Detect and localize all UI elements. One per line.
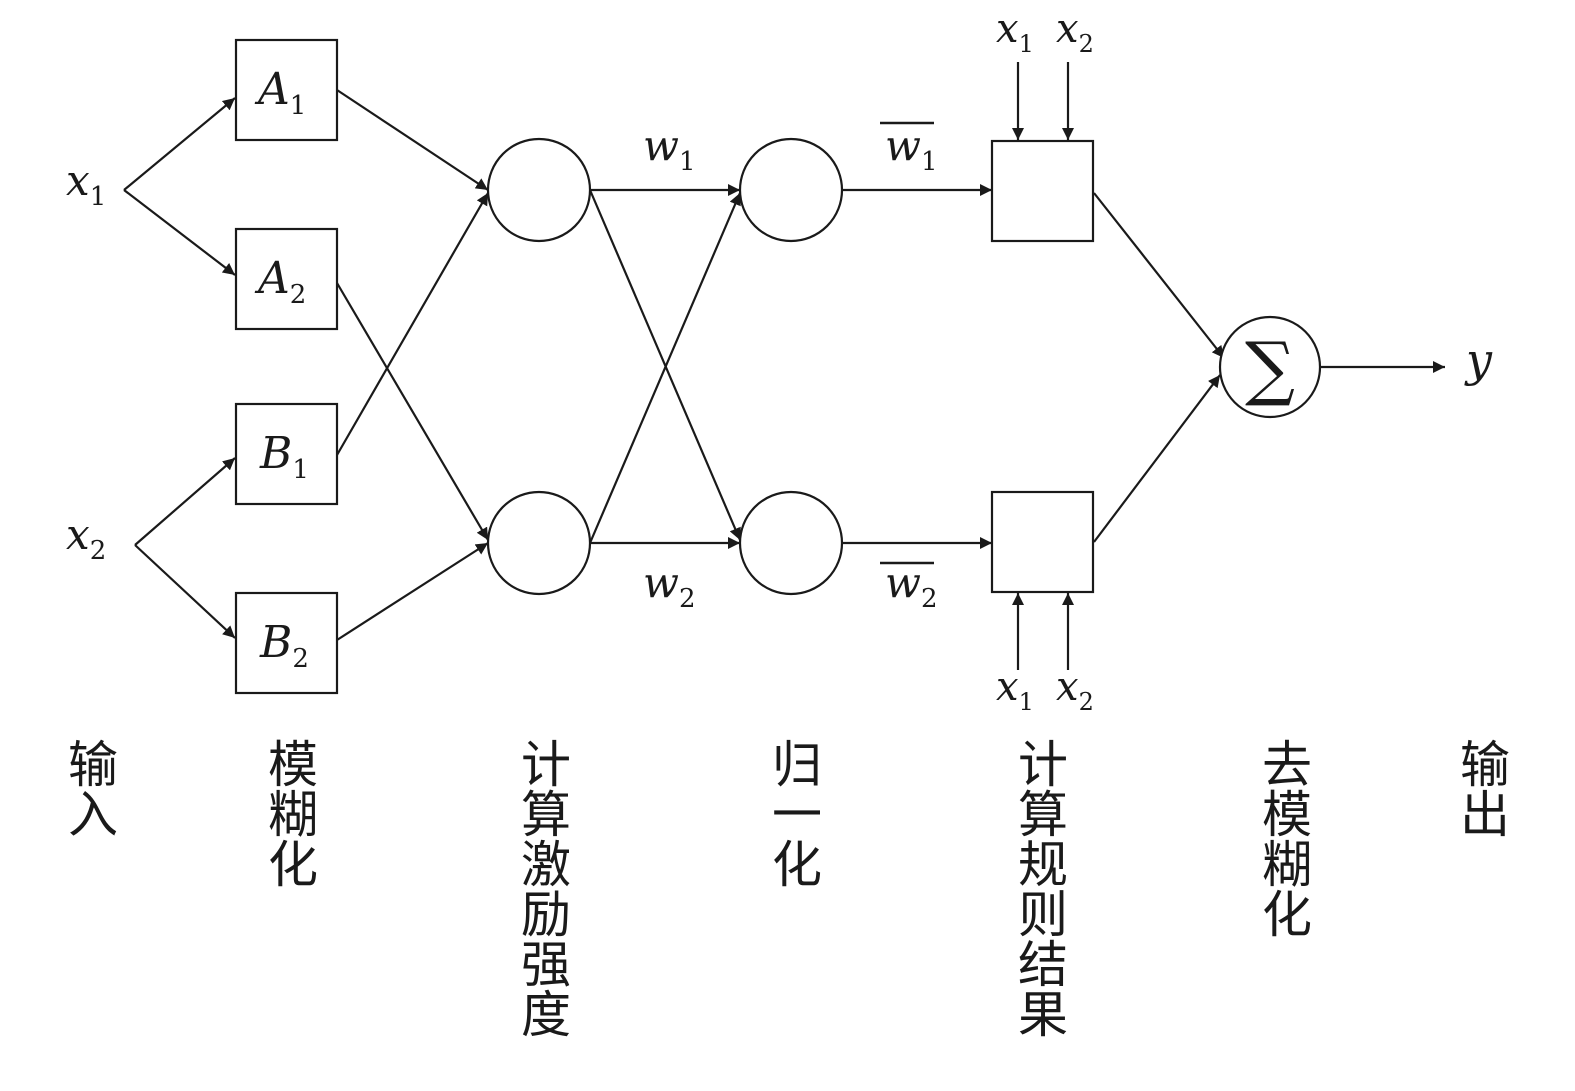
label-top-x2: x2 bbox=[1056, 6, 1094, 58]
label-wbar2: w2 bbox=[885, 558, 938, 614]
box-a1 bbox=[234, 38, 339, 142]
box-b2 bbox=[234, 591, 339, 695]
box-a2 bbox=[234, 227, 339, 331]
box-b1 bbox=[234, 402, 339, 506]
rule-result-boxes bbox=[990, 139, 1095, 594]
edge-x2-b1 bbox=[134, 457, 236, 546]
sum-symbol: ∑ bbox=[1245, 327, 1295, 409]
label-b2: B2 bbox=[259, 617, 309, 674]
edge-a1-n1 bbox=[336, 89, 489, 191]
stage-fuzzification: 模糊化 bbox=[260, 738, 318, 888]
node-normalize-2 bbox=[738, 490, 844, 596]
normalized-weight-labels: w1 w2 bbox=[880, 121, 938, 614]
edge-x2-b2 bbox=[134, 544, 236, 639]
edge-a2-n2 bbox=[336, 282, 489, 541]
label-w1: w1 bbox=[643, 121, 696, 177]
label-input-x1: x1 bbox=[66, 156, 106, 212]
label-wbar1: w1 bbox=[885, 121, 938, 177]
box-rule-2 bbox=[990, 490, 1095, 594]
stage-defuzzification: 去模糊化 bbox=[1254, 738, 1312, 938]
edge-n2-m1 bbox=[588, 192, 742, 544]
node-firing-1 bbox=[486, 137, 592, 243]
fuzzy-set-labels: A1 A2 B1 B2 bbox=[254, 64, 309, 674]
label-b1: B1 bbox=[259, 428, 309, 485]
edge-b1-n1 bbox=[336, 192, 489, 456]
label-bottom-x1: x1 bbox=[996, 664, 1034, 716]
edge-n1-m2 bbox=[588, 189, 742, 541]
edge-x1-a2 bbox=[123, 189, 236, 276]
sum-node: ∑ bbox=[1218, 315, 1322, 419]
edges bbox=[123, 62, 1445, 670]
stage-output: 输出 bbox=[1452, 738, 1510, 838]
label-top-x1: x1 bbox=[996, 6, 1034, 58]
label-output-y: y bbox=[1464, 333, 1493, 387]
label-a1: A1 bbox=[254, 64, 306, 121]
stage-rule-result: 计算规则结果 bbox=[1010, 738, 1068, 1038]
stage-firing-strength: 计算激励强度 bbox=[513, 738, 571, 1038]
edge-r2-sum bbox=[1093, 374, 1221, 543]
stage-input: 输入 bbox=[60, 738, 118, 838]
edge-b2-n2 bbox=[336, 542, 489, 641]
label-w2: w2 bbox=[643, 558, 696, 614]
label-bottom-x2: x2 bbox=[1056, 664, 1094, 716]
normalization-nodes bbox=[738, 137, 844, 596]
node-firing-2 bbox=[486, 490, 592, 596]
box-rule-1 bbox=[990, 139, 1095, 243]
rule-input-labels-top: x1 x2 bbox=[996, 6, 1094, 58]
label-input-x2: x2 bbox=[66, 510, 106, 566]
input-labels: x1 x2 bbox=[66, 156, 106, 566]
fuzzy-set-boxes bbox=[234, 38, 339, 695]
edge-x1-a1 bbox=[123, 97, 236, 191]
node-sum bbox=[1218, 315, 1322, 419]
label-a2: A2 bbox=[254, 253, 306, 310]
stage-normalization: 归一化 bbox=[764, 738, 822, 888]
rule-input-labels-bottom: x1 x2 bbox=[996, 664, 1094, 716]
edge-r1-sum bbox=[1093, 192, 1225, 359]
weight-labels: w1 w2 bbox=[643, 121, 696, 614]
node-normalize-1 bbox=[738, 137, 844, 243]
firing-strength-nodes bbox=[486, 137, 592, 596]
